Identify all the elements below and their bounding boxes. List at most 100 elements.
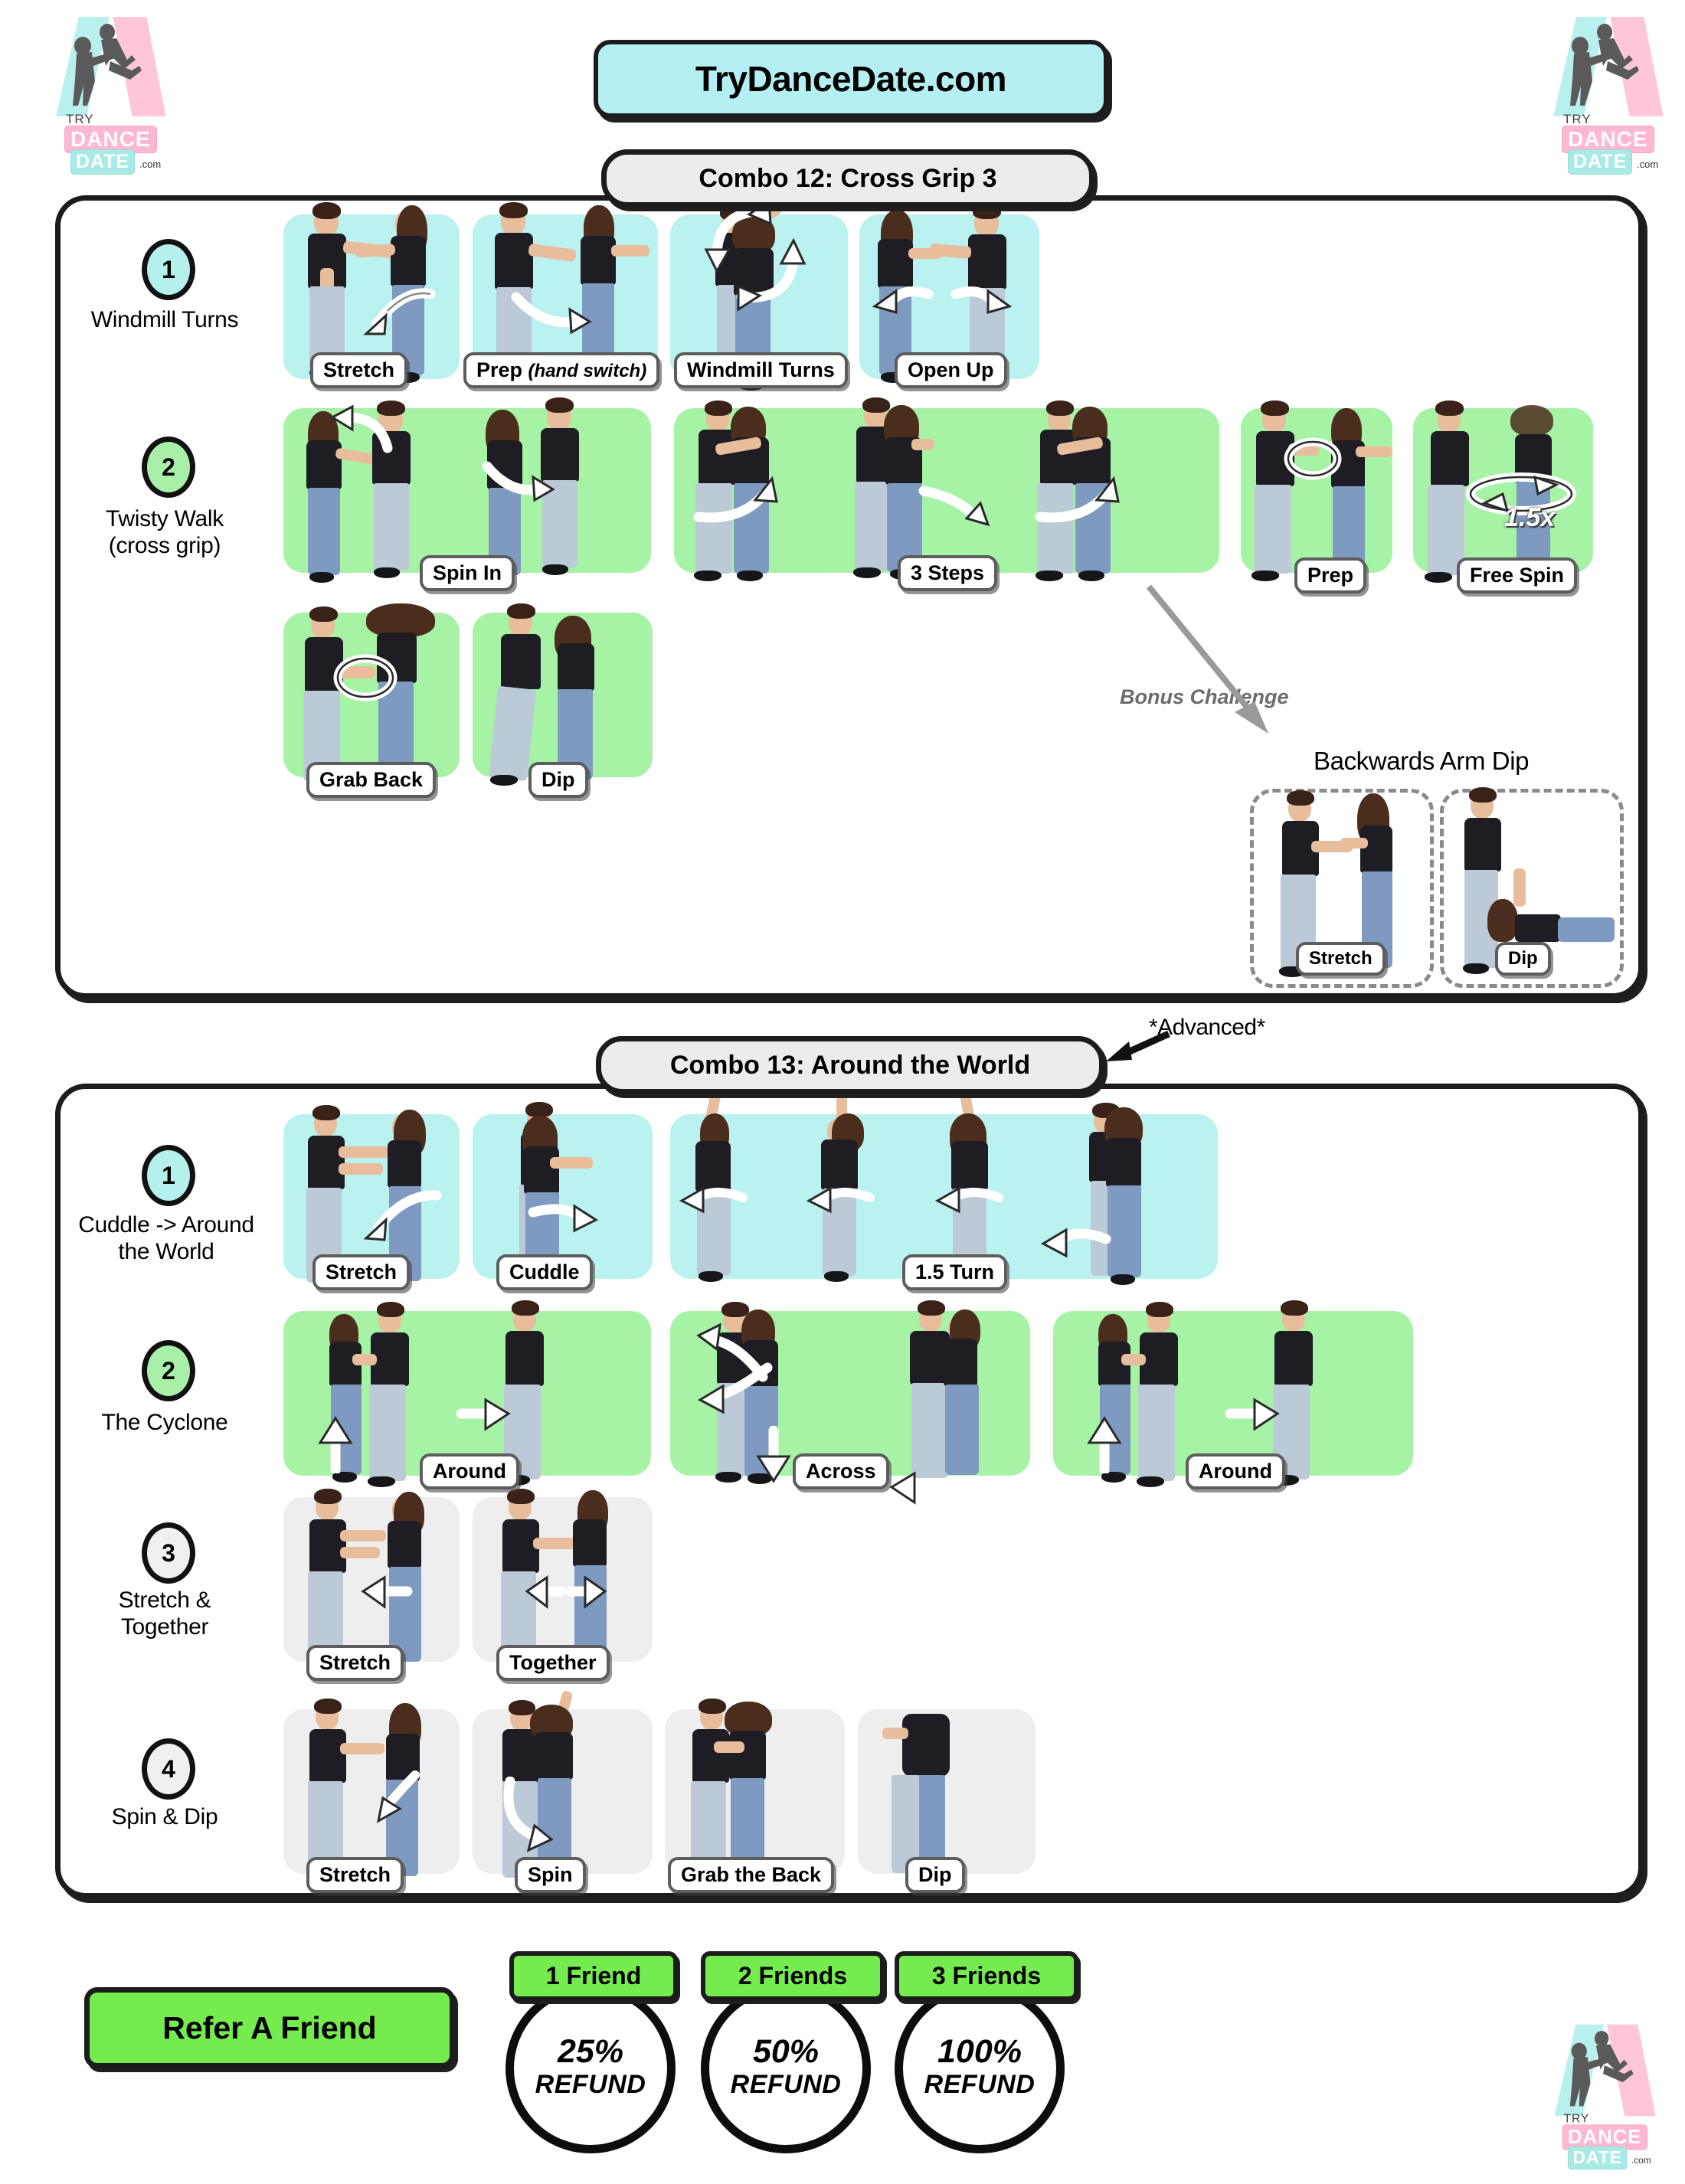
caption-windmill-turns: Windmill Turns (674, 352, 848, 389)
combo-12-header: Combo 12: Cross Grip 3 (601, 149, 1094, 208)
curved-arrow-down-left (697, 1362, 773, 1414)
tier-3-refund-label: REFUND (924, 2070, 1036, 2100)
refund-tier-1: 1 Friend 25% REFUND (502, 1951, 678, 2166)
arrow-left (525, 1575, 566, 1610)
caption-prep-sub: (hand switch) (528, 361, 647, 381)
curved-arrow-down-right (918, 486, 990, 527)
dance-photo-around-2 (1058, 1296, 1411, 1487)
arrow-up (1087, 1416, 1122, 1473)
arrow-left (361, 1575, 413, 1609)
arrow-left (806, 1186, 875, 1214)
caption-spin: Spin (515, 1857, 586, 1894)
curved-arrow-down-left (363, 288, 436, 335)
row-label-windmill-turns: Windmill Turns (90, 307, 239, 332)
arrow-left (934, 1186, 1003, 1214)
logo-dance-text: DANCE (1562, 2124, 1647, 2150)
caption-across: Across (793, 1453, 889, 1490)
logo-dotcom-text: .com (139, 159, 162, 170)
row-label-stretch-together: Stretch & Together (54, 1587, 276, 1641)
dancing-couple-icon (1569, 2030, 1634, 2107)
tier-3-refund-circle: 100% REFUND (895, 1983, 1065, 2153)
bonus-challenge-title: Backwards Arm Dip (1314, 747, 1530, 775)
dance-photo-stretch-r4 (290, 1694, 454, 1885)
curved-arrow-right (511, 292, 592, 335)
tier-2-refund-label: REFUND (730, 2070, 842, 2100)
caption-1-5-turn: 1.5 Turn (902, 1254, 1008, 1291)
tier-1-refund-circle: 25% REFUND (506, 1983, 676, 2153)
circular-rotation-arrow (704, 198, 807, 312)
caption-spin-in: Spin In (420, 555, 515, 592)
step-number-1: 1 (142, 1145, 195, 1206)
logo-try-text: TRY (1563, 2111, 1590, 2126)
curved-arrow-up-right (693, 476, 778, 523)
row-label-line2: the World (118, 1239, 214, 1265)
tier-2-percent: 50% (752, 2033, 820, 2071)
arrow-right (456, 1398, 511, 1431)
advanced-pointer-arrow (1106, 1030, 1170, 1061)
dancing-couple-icon (73, 24, 142, 106)
tier-1-percent: 25% (557, 2033, 624, 2071)
hand-circle-highlight (333, 654, 398, 701)
logo-date-text: DATE (1568, 2146, 1628, 2170)
caption-bonus-dip: Dip (1495, 942, 1551, 976)
bonus-photo-frame-dip (1440, 789, 1624, 988)
dance-photo-spin-in (290, 394, 649, 583)
arrow-down (756, 1426, 791, 1483)
arrow-right (565, 1575, 607, 1610)
row-label-line1: Stretch & (118, 1587, 211, 1613)
dance-photo-stretch-r3 (290, 1484, 454, 1672)
curved-arrow-down-left (363, 1190, 442, 1241)
curved-arrow-up-right (1035, 476, 1120, 523)
caption-together: Together (496, 1645, 610, 1682)
step-number-2: 2 (142, 436, 195, 498)
bonus-photo-frame-stretch (1250, 789, 1434, 988)
caption-prep-text: Prep (476, 358, 523, 381)
tier-1-friends-badge: 1 Friend (509, 1951, 678, 2001)
row-label-line2: Together (120, 1614, 209, 1640)
logo-try-text: TRY (66, 112, 94, 126)
curved-arrow-right (482, 461, 555, 502)
tier-1-refund-label: REFUND (535, 2070, 646, 2100)
tier-2-refund-circle: 50% REFUND (701, 1983, 871, 2153)
refund-tier-2: 2 Friends 50% REFUND (701, 1951, 885, 2166)
arrow-left (872, 286, 934, 314)
caption-stretch-r3: Stretch (306, 1645, 404, 1682)
caption-around-2: Around (1186, 1453, 1285, 1490)
caption-grab-the-back: Grab the Back (668, 1857, 835, 1894)
hand-circle-highlight (1284, 437, 1342, 480)
dancing-couple-icon (1570, 24, 1639, 106)
arrow-right (1225, 1398, 1280, 1431)
bonus-photo-dip (1451, 781, 1615, 980)
curved-arrow-down-right (503, 1777, 554, 1852)
dance-photo-together (479, 1484, 644, 1672)
caption-dip-r4: Dip (905, 1857, 965, 1894)
caption-prep-2: Prep (1294, 557, 1367, 594)
arrow-up (318, 1416, 353, 1473)
bonus-challenge-label: Bonus Challenge (1120, 685, 1289, 708)
logo-top-left: TRY DANCE DATE .com (23, 14, 168, 175)
curved-arrow-up-left (329, 405, 393, 453)
logo-date-text: DATE (70, 149, 136, 175)
step-number-2: 2 (142, 1340, 195, 1401)
dance-photo-grab-back (290, 599, 454, 786)
caption-free-spin: Free Spin (1457, 557, 1578, 594)
caption-3-steps: 3 Steps (898, 555, 998, 592)
arrow-right (528, 1204, 599, 1233)
bonus-challenge-arrow (1146, 584, 1268, 734)
logo-dance-text: DANCE (64, 126, 157, 153)
caption-prep-hand-switch: Prep (hand switch) (463, 352, 660, 389)
caption-dip: Dip (528, 762, 588, 799)
logo-bottom-right: TRY DANCE DATE .com (1524, 2022, 1658, 2170)
arrow-right (950, 286, 1013, 314)
dance-photo-around-1 (290, 1296, 649, 1487)
row-label-spin-dip: Spin & Dip (111, 1804, 218, 1829)
dance-photo-across (676, 1296, 1028, 1505)
refer-a-friend-button[interactable]: Refer A Friend (84, 1987, 455, 2068)
arrow-left (1040, 1228, 1111, 1258)
dance-photo-3-steps (680, 394, 1216, 582)
step-number-4: 4 (142, 1738, 195, 1800)
combo-13-header: Combo 13: Around the World (596, 1036, 1104, 1094)
row-label-line1: Twisty Walk (106, 506, 224, 531)
arrow-left (889, 1471, 946, 1505)
caption-bonus-stretch: Stretch (1296, 942, 1386, 976)
